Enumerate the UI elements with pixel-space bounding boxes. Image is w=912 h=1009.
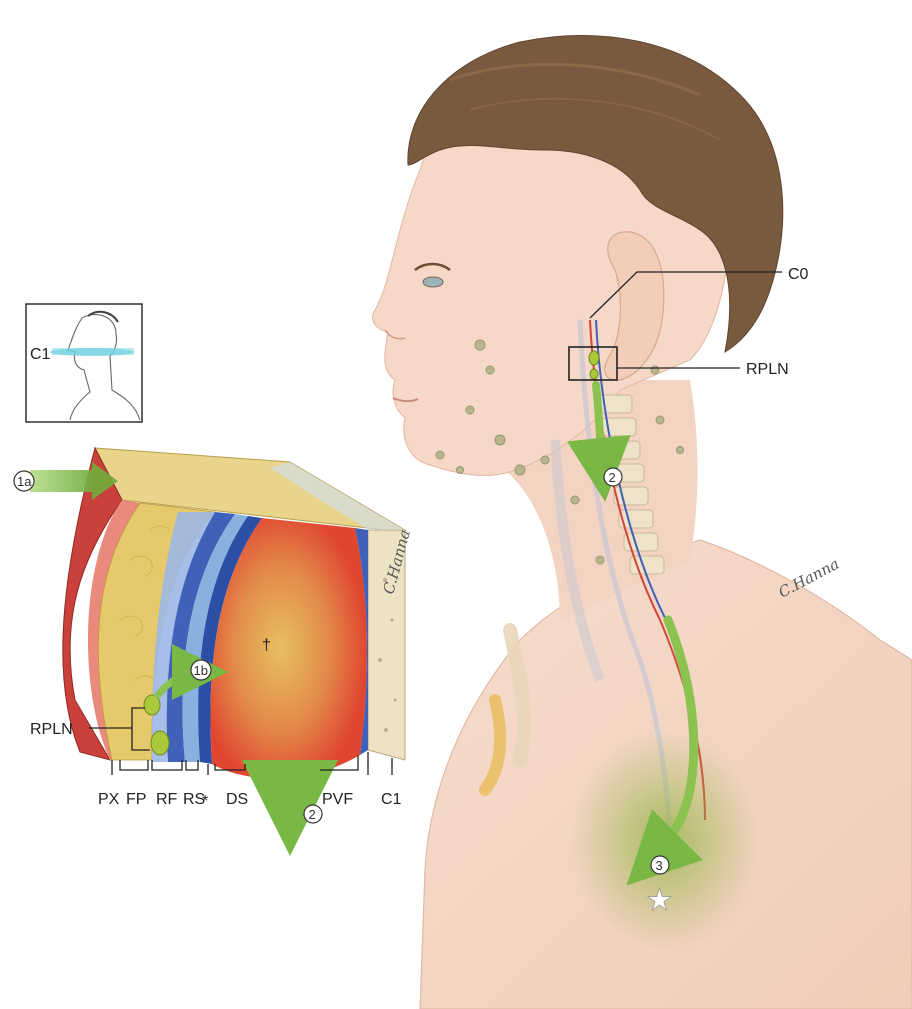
label-c1: C1	[381, 791, 402, 808]
svg-text:1a: 1a	[17, 474, 32, 489]
marker-2-block: 2	[304, 805, 322, 823]
label-fp: FP	[126, 791, 146, 808]
label-rpln-right: RPLN	[746, 361, 789, 378]
marker-1a: 1a	[14, 471, 34, 491]
cross-section-block	[30, 448, 405, 808]
label-px: PX	[98, 791, 120, 808]
label-pvf: PVF	[322, 791, 353, 808]
layer-labels: PX FP RF RS * DS PVF C1	[98, 791, 402, 810]
svg-text:3: 3	[656, 858, 663, 873]
label-star: *	[202, 793, 208, 810]
label-ds: DS	[226, 791, 248, 808]
label-rf: RF	[156, 791, 178, 808]
label-inset-c1: C1	[30, 346, 51, 363]
label-c0: C0	[788, 266, 809, 283]
marker-3: 3	[651, 856, 669, 874]
eye	[423, 277, 443, 287]
star-icon: ★	[646, 883, 673, 918]
svg-text:2: 2	[309, 807, 316, 822]
inset-level-box	[26, 304, 142, 422]
label-rpln-left: RPLN	[30, 721, 73, 738]
svg-text:1b: 1b	[194, 663, 208, 678]
dagger-symbol: †	[262, 637, 271, 654]
marker-1b: 1b	[191, 660, 211, 680]
svg-text:2: 2	[609, 470, 616, 485]
marker-2-neck: 2	[604, 468, 622, 486]
